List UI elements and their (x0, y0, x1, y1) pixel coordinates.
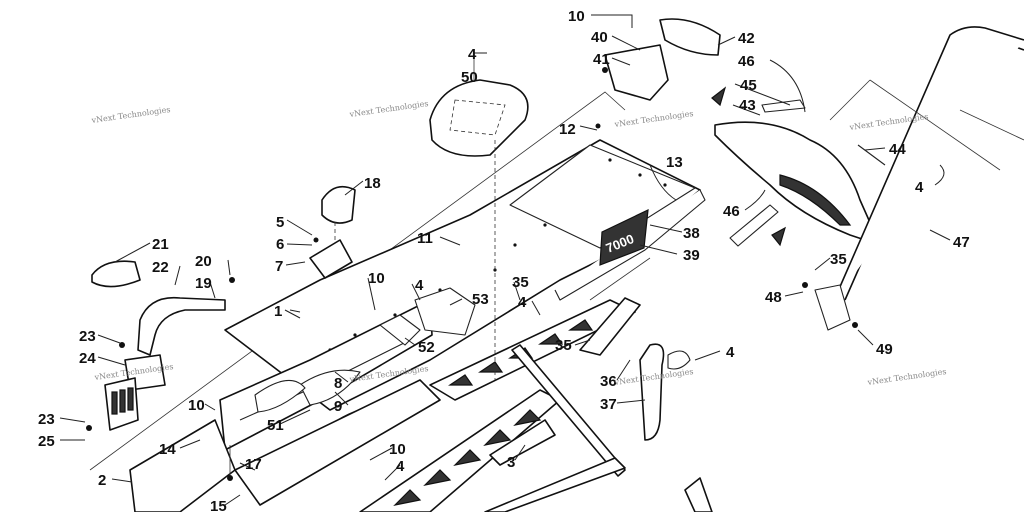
callout-35: 35 (555, 337, 572, 354)
watermark-3: vNext Technologies (613, 109, 694, 129)
arrow-marker-upper (711, 86, 727, 107)
callout-10: 10 (389, 441, 406, 458)
callout-25: 25 (38, 433, 55, 450)
flap-part-21 (91, 260, 141, 288)
callout-46: 46 (738, 53, 755, 70)
strip-part-46 (729, 204, 779, 247)
callout-40: 40 (591, 29, 608, 46)
handle-part-19 (137, 296, 226, 356)
callout-11: 11 (417, 230, 433, 247)
callout-52: 52 (418, 339, 435, 356)
chain-part-37 (639, 343, 665, 441)
tunnel-assembly: 7000 (89, 91, 706, 512)
leader-lines (59, 14, 951, 506)
bumper-part-42 (659, 18, 721, 56)
callout-19: 19 (195, 275, 212, 292)
callout-44: 45 (740, 77, 757, 94)
callout-22: 22 (152, 259, 169, 276)
hitch-part-48 (814, 284, 851, 331)
support-part-36 (579, 297, 641, 356)
callout-labels: 10 40 41 42 46 45 43 44 4 46 47 35 48 49… (38, 8, 970, 512)
callout-37: 37 (600, 396, 617, 413)
callout-24: 24 (79, 350, 96, 367)
callout-7: 7 (275, 258, 283, 275)
callout-17: 17 (245, 456, 262, 473)
callout-35: 35 (830, 251, 847, 268)
callout-51: 51 (267, 417, 284, 434)
callout-35: 35 (512, 274, 529, 291)
callout-9: 9 (334, 398, 342, 415)
callout-21: 21 (152, 236, 169, 253)
callout-4: 4 (468, 46, 477, 63)
callout-46: 46 (723, 203, 740, 220)
callout-5: 5 (276, 214, 284, 231)
seat-part-50 (429, 51, 529, 380)
callout-15: 15 (210, 498, 227, 512)
callout-53: 53 (472, 291, 489, 308)
watermark-1: vNext Technologies (90, 105, 171, 125)
cooler-fins (393, 409, 542, 506)
callout-4: 4 (915, 179, 924, 196)
callout-43: 43 (739, 97, 756, 114)
callout-2: 2 (98, 472, 106, 489)
callout-42: 42 (738, 30, 755, 47)
callout-6: 6 (276, 236, 284, 253)
callout-14: 14 (159, 441, 176, 458)
callout-23: 23 (38, 411, 55, 428)
callout-39: 39 (683, 247, 700, 264)
callout-18: 18 (364, 175, 381, 192)
strip-part-44 (761, 99, 806, 113)
callout-41: 41 (593, 51, 610, 68)
flap-slots (111, 387, 134, 415)
callout-8: 8 (334, 375, 342, 392)
watermark-2: vNext Technologies (348, 99, 429, 119)
callout-48: 48 (765, 289, 782, 306)
bracket-part-7 (309, 239, 353, 279)
callout-13: 13 (666, 154, 683, 171)
callout-10: 10 (368, 270, 385, 287)
callout-10: 10 (568, 8, 585, 25)
callout-4: 4 (415, 277, 424, 294)
callout-4: 4 (396, 458, 405, 475)
rear-bumper-part-47 (829, 26, 1024, 306)
part-52 (379, 314, 421, 346)
arrow-marker-lower (771, 226, 786, 247)
fasteners (86, 67, 858, 481)
callout-4: 4 (518, 294, 527, 311)
pad-part-18 (321, 185, 356, 224)
bracket-part-3 (489, 419, 556, 466)
bumper-part-40 (604, 44, 669, 101)
callout-12: 12 (559, 121, 576, 138)
callout-50: 50 (461, 69, 478, 86)
callout-45: 44 (889, 141, 906, 158)
callout-38: 38 (683, 225, 700, 242)
callout-4: 4 (726, 344, 735, 361)
callout-36: 36 (600, 373, 617, 390)
callout-47: 47 (953, 234, 970, 251)
callout-23: 23 (79, 328, 96, 345)
callout-3: 3 (507, 454, 515, 471)
callout-1: 1 (274, 303, 282, 320)
callout-20: 20 (195, 253, 212, 270)
callout-49: 49 (876, 341, 893, 358)
callout-10: 10 (188, 397, 205, 414)
watermark-8: vNext Technologies (866, 367, 947, 387)
